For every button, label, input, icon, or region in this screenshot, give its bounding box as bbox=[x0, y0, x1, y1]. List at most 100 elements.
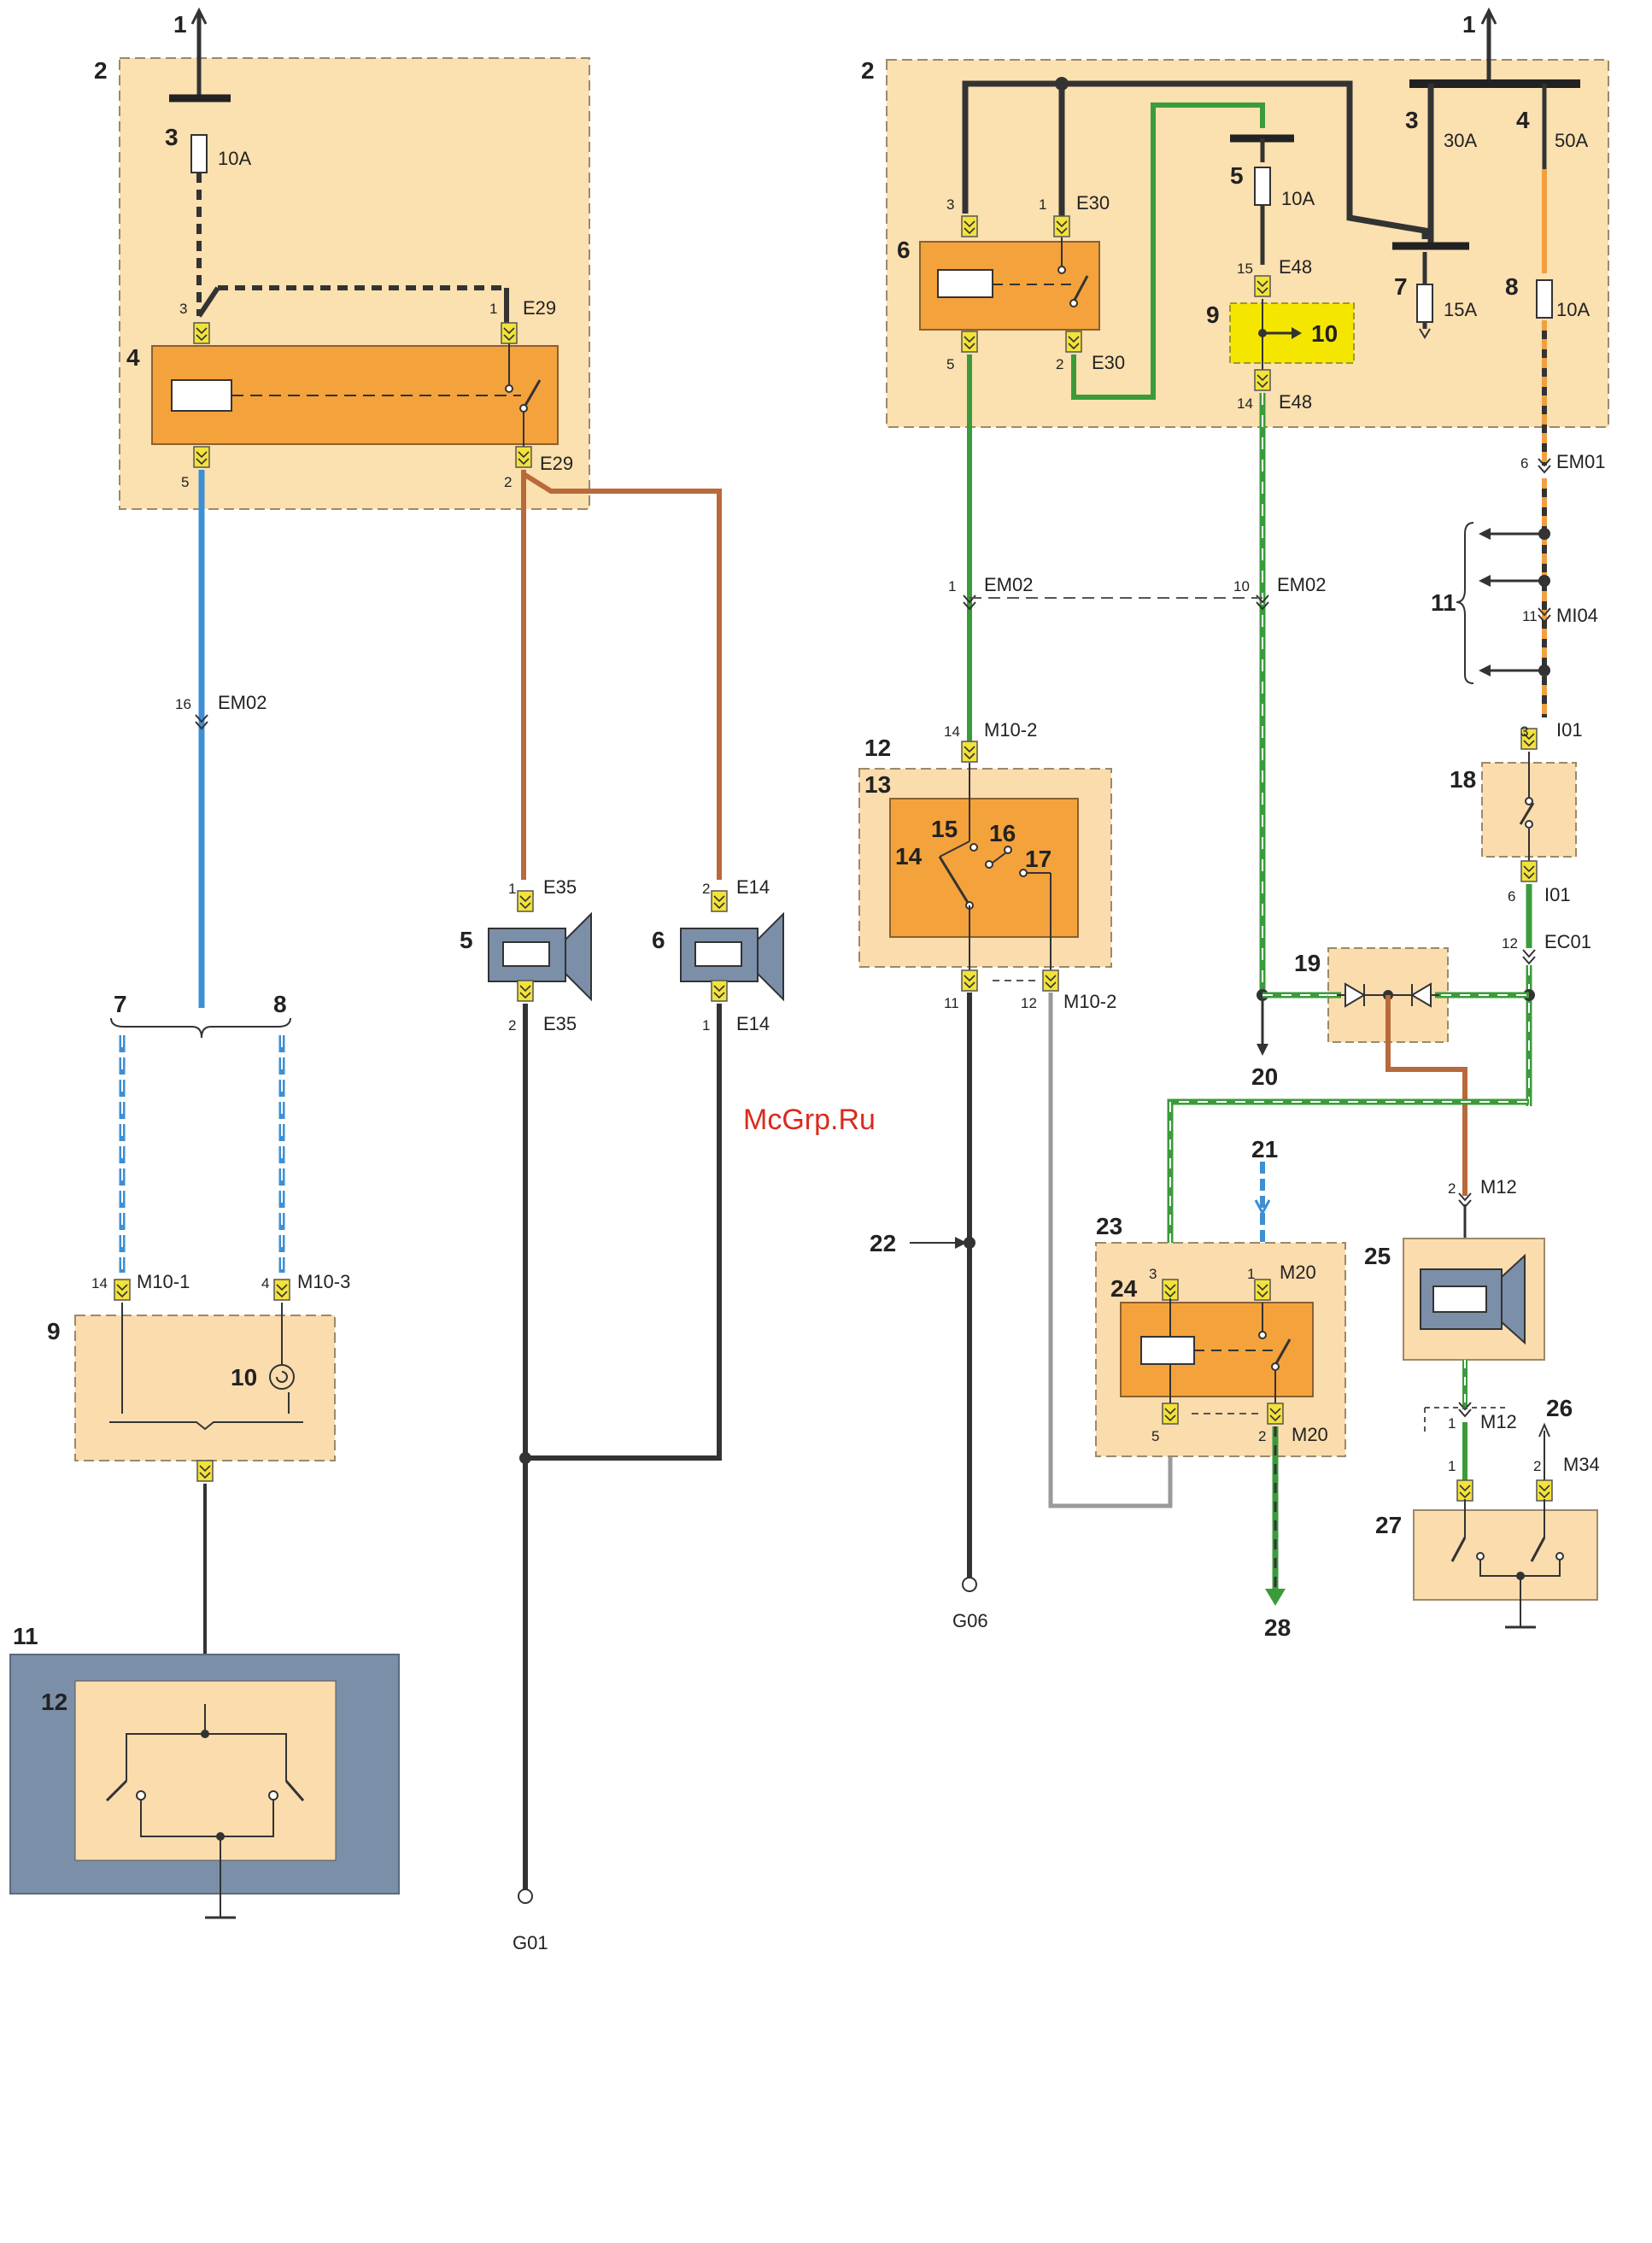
label-right-6: 6 bbox=[897, 237, 911, 263]
label-right-26: 26 bbox=[1546, 1395, 1573, 1421]
right-black-ground bbox=[910, 993, 1173, 1592]
label-right-1: 1 bbox=[1462, 11, 1476, 38]
label-right-20: 20 bbox=[1251, 1063, 1278, 1090]
label-left-11: 11 bbox=[13, 1623, 38, 1649]
code-left-e14-bot: E14 bbox=[736, 1013, 770, 1034]
right-green-wires bbox=[963, 354, 1328, 1056]
pin-right-6-i01: 6 bbox=[1508, 888, 1515, 905]
speaker-25 bbox=[1403, 1192, 1545, 1482]
right-relay-23 bbox=[1095, 1098, 1529, 1606]
label-right-fuse5: 10A bbox=[1281, 188, 1315, 209]
pin-right-1-m34: 1 bbox=[1448, 1458, 1456, 1474]
label-left-9: 9 bbox=[47, 1318, 61, 1344]
component-11 bbox=[9, 1654, 400, 1919]
code-right-m10-2-top: M10-2 bbox=[984, 719, 1037, 741]
pin-right-11-mi04: 11 bbox=[1522, 608, 1538, 624]
pin-left-5a: 5 bbox=[181, 474, 189, 490]
code-right-m20-bot: M20 bbox=[1292, 1424, 1328, 1445]
label-right-10: 10 bbox=[1311, 320, 1338, 347]
pin-right-2: 2 bbox=[1056, 356, 1063, 372]
label-contact-15: 15 bbox=[931, 816, 958, 842]
code-left-e35-bot: E35 bbox=[543, 1013, 577, 1034]
code-right-ec01: EC01 bbox=[1544, 931, 1591, 952]
label-left-8: 8 bbox=[273, 991, 287, 1017]
watermark: McGrp.Ru bbox=[743, 1104, 876, 1136]
pin-right-11: 11 bbox=[944, 995, 959, 1011]
label-right-fuse8: 10A bbox=[1556, 299, 1590, 320]
pin-right-2-m20: 2 bbox=[1258, 1428, 1266, 1444]
pin-left-14: 14 bbox=[91, 1275, 108, 1291]
pin-right-6: 6 bbox=[1520, 455, 1528, 471]
label-right-fuse4: 50A bbox=[1555, 130, 1588, 151]
label-left-10: 10 bbox=[231, 1364, 257, 1391]
label-right-22: 22 bbox=[870, 1230, 896, 1256]
right-labels: 1 2 3 30A 4 50A 5 10A 6 3 1 E30 5 2 E30 … bbox=[861, 11, 1605, 1641]
pin-left-3a: 3 bbox=[179, 301, 187, 317]
label-right-5: 5 bbox=[1230, 162, 1244, 189]
code-right-m12-top: M12 bbox=[1480, 1176, 1517, 1198]
switch-27 bbox=[1413, 1422, 1598, 1629]
code-left-e29-top: E29 bbox=[523, 297, 556, 319]
label-contact-16: 16 bbox=[989, 820, 1016, 846]
label-right-11: 11 bbox=[1431, 589, 1456, 616]
pin-right-1: 1 bbox=[1039, 196, 1046, 213]
label-right-7: 7 bbox=[1394, 273, 1408, 300]
right-branch-11 bbox=[1456, 458, 1577, 1106]
left-labels: 1 2 3 10A 4 3 1 E29 5 2 E29 16 EM02 1 E3… bbox=[13, 11, 770, 1953]
pin-left-2b: 2 bbox=[508, 1017, 516, 1034]
right-relay-6 bbox=[919, 215, 1100, 353]
code-right-e30-top: E30 bbox=[1076, 192, 1110, 214]
code-right-i01-top: I01 bbox=[1556, 719, 1583, 741]
horn-5 bbox=[488, 890, 592, 1002]
ground-right-g06: G06 bbox=[952, 1610, 988, 1631]
pin-right-3: 3 bbox=[946, 196, 954, 213]
code-left-e35-top: E35 bbox=[543, 876, 577, 898]
pin-left-1b: 1 bbox=[508, 881, 516, 897]
label-right-27: 27 bbox=[1375, 1512, 1402, 1538]
pin-right-10-em02: 10 bbox=[1233, 578, 1250, 594]
code-right-mi04: MI04 bbox=[1556, 605, 1598, 626]
pin-left-16: 16 bbox=[175, 696, 191, 712]
pin-right-5: 5 bbox=[946, 356, 954, 372]
code-left-e14-top: E14 bbox=[736, 876, 770, 898]
label-right-18: 18 bbox=[1450, 766, 1476, 793]
pin-right-2-m12: 2 bbox=[1448, 1180, 1456, 1197]
code-right-em02-b: EM02 bbox=[1277, 574, 1326, 595]
pin-left-2a: 2 bbox=[504, 474, 512, 490]
label-right-25: 25 bbox=[1364, 1243, 1391, 1269]
ground-left-g01: G01 bbox=[513, 1932, 548, 1953]
label-contact-17: 17 bbox=[1025, 846, 1052, 872]
pin-right-1-em02: 1 bbox=[948, 578, 956, 594]
label-left-7: 7 bbox=[114, 991, 127, 1017]
code-left-m10-1: M10-1 bbox=[137, 1271, 190, 1292]
label-right-4: 4 bbox=[1516, 107, 1530, 133]
code-right-m34: M34 bbox=[1563, 1454, 1600, 1475]
pin-right-5-m20: 5 bbox=[1151, 1428, 1159, 1444]
label-left-3: 3 bbox=[165, 124, 179, 150]
label-left-2: 2 bbox=[94, 57, 108, 84]
label-right-21: 21 bbox=[1251, 1136, 1278, 1162]
code-right-e48-bot: E48 bbox=[1279, 391, 1312, 413]
pin-right-14-m10: 14 bbox=[944, 723, 960, 740]
pin-left-1a: 1 bbox=[489, 301, 497, 317]
pin-left-4: 4 bbox=[261, 1275, 269, 1291]
code-left-m10-3: M10-3 bbox=[297, 1271, 350, 1292]
left-brace bbox=[110, 1017, 291, 1273]
diode-block-19 bbox=[1327, 947, 1529, 1196]
left-ground-wires bbox=[518, 1004, 722, 1904]
pin-right-3-i01: 3 bbox=[1520, 723, 1528, 740]
pin-right-15: 15 bbox=[1237, 261, 1253, 277]
right-module-9 bbox=[1229, 275, 1355, 391]
code-right-e30-bot: E30 bbox=[1092, 352, 1125, 373]
label-right-3: 3 bbox=[1405, 107, 1419, 133]
label-right-fuse7: 15A bbox=[1444, 299, 1477, 320]
label-left-12: 12 bbox=[41, 1689, 67, 1715]
label-right-fuse3: 30A bbox=[1444, 130, 1477, 151]
code-right-i01-bot: I01 bbox=[1544, 884, 1571, 905]
horn-6 bbox=[680, 890, 784, 1002]
right-power-feed bbox=[962, 7, 1580, 466]
code-right-e48-top: E48 bbox=[1279, 256, 1312, 278]
pin-left-2c: 2 bbox=[702, 881, 710, 897]
label-right-9: 9 bbox=[1206, 302, 1220, 328]
